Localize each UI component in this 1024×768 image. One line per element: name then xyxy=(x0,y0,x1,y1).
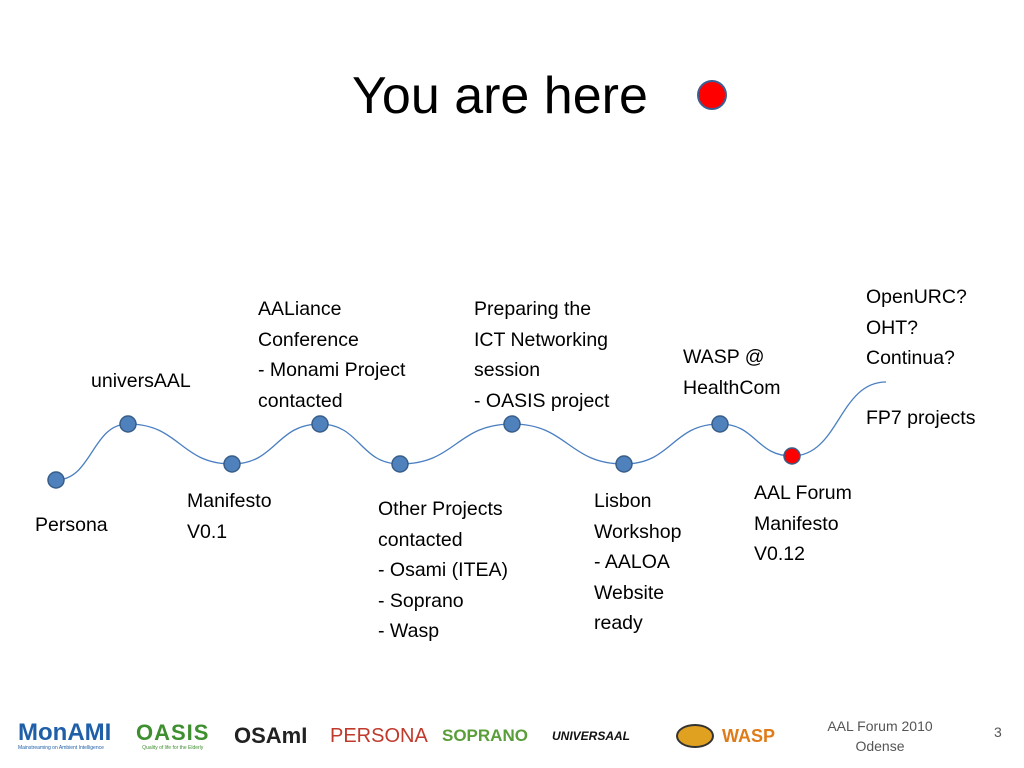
osami-logo: OSAmI xyxy=(234,712,307,760)
milestone-label-universaal: universAAL xyxy=(91,370,191,392)
timeline-node-universaal xyxy=(119,415,137,433)
persona-logo-text: PERSONA xyxy=(330,724,428,747)
future-fp7-label: FP7 projects xyxy=(866,407,976,429)
wasp-logo-text: WASP xyxy=(722,725,776,746)
oasis-logo: OASIS Quality of life for the Elderly xyxy=(136,712,209,760)
milestone-label-lisbon: Lisbon Workshop - AALOA Website ready xyxy=(594,490,682,634)
soprano-logo: SOPRANO xyxy=(442,712,528,760)
timeline-curve xyxy=(55,381,887,481)
page-number: 3 xyxy=(994,724,1002,740)
soprano-logo-text: SOPRANO xyxy=(442,726,528,745)
milestone-label-persona: Persona xyxy=(35,514,108,536)
milestone-label-wasp: WASP @ HealthCom xyxy=(683,346,781,399)
osami-logo-text: OSAmI xyxy=(234,723,308,748)
milestone-label-aaliance: AALiance Conference - Monami Project con… xyxy=(258,298,406,412)
milestone-label-other-projects: Other Projects contacted - Osami (ITEA) … xyxy=(378,498,508,642)
monami-logo-tagline: Mainstreaming on Ambient Intelligence xyxy=(18,745,104,751)
milestone-label-aal-forum: AAL Forum Manifesto V0.12 xyxy=(754,482,852,565)
oasis-logo-tagline: Quality of life for the Elderly xyxy=(142,745,204,751)
monami-logo: MonAMI Mainstreaming on Ambient Intellig… xyxy=(18,712,111,760)
milestone-label-manifesto-v01: Manifesto V0.1 xyxy=(187,490,272,543)
monami-logo-text: MonAMI xyxy=(18,719,112,746)
timeline-node-other-projects xyxy=(391,455,409,473)
universaal-logo: UNIVERSAAL xyxy=(552,712,630,760)
timeline-node-persona xyxy=(47,471,65,489)
timeline-node-lisbon xyxy=(615,455,633,473)
timeline-node-aaliance xyxy=(311,415,329,433)
footer-event-name: AAL Forum 2010 xyxy=(827,718,933,734)
wasp-logo: WASP xyxy=(676,712,775,760)
timeline-node-aal-forum xyxy=(783,447,801,465)
partner-logos: MonAMI Mainstreaming on Ambient Intellig… xyxy=(0,700,800,768)
bee-icon xyxy=(676,724,714,748)
footer-event: AAL Forum 2010 Odense xyxy=(810,716,950,756)
footer-event-location: Odense xyxy=(855,738,905,754)
persona-logo: PERSONA xyxy=(330,712,428,760)
universaal-logo-text: UNIVERSAAL xyxy=(552,729,631,743)
you-are-here-marker xyxy=(697,80,727,110)
future-questions-label: OpenURC? OHT? Continua? xyxy=(866,286,967,369)
milestone-label-ict-networking: Preparing the ICT Networking session - O… xyxy=(474,298,610,412)
slide-title: You are here xyxy=(352,67,648,125)
timeline-node-wasp xyxy=(711,415,729,433)
timeline-node-ict-networking xyxy=(503,415,521,433)
timeline-diagram xyxy=(47,381,887,489)
timeline-node-manifesto-v01 xyxy=(223,455,241,473)
oasis-logo-text: OASIS xyxy=(136,720,210,745)
